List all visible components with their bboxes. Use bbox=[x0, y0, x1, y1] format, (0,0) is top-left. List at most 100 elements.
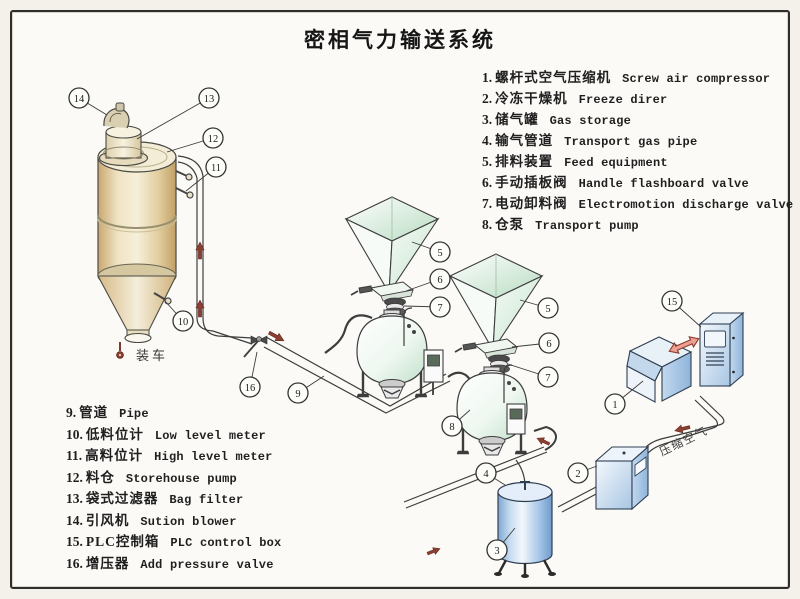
gas-storage-tank bbox=[494, 481, 556, 578]
legend-number: 1. bbox=[482, 70, 493, 85]
svg-text:2: 2 bbox=[575, 469, 580, 480]
flow-arrow-up-2 bbox=[195, 299, 205, 318]
svg-text:6: 6 bbox=[546, 339, 551, 350]
legend-label-zh: 料仓 bbox=[85, 469, 115, 485]
svg-text:1: 1 bbox=[612, 400, 617, 411]
callout-1: 1 bbox=[604, 380, 644, 415]
legend-number: 5. bbox=[482, 154, 493, 169]
legend-label-zh: 储气罐 bbox=[495, 112, 539, 127]
svg-text:7: 7 bbox=[437, 303, 442, 314]
legend-number: 3. bbox=[482, 112, 493, 127]
legend-label-zh: 电动卸料阀 bbox=[495, 196, 568, 211]
legend-label-en: Freeze direr bbox=[578, 93, 668, 107]
svg-text:12: 12 bbox=[208, 134, 219, 145]
booster-valve-icon bbox=[243, 335, 268, 358]
silo-cone bbox=[97, 275, 177, 331]
legend-number: 16. bbox=[66, 555, 83, 571]
legend-label-zh: 冷冻干燥机 bbox=[495, 91, 568, 106]
legend-label-en: Transport gas pipe bbox=[564, 135, 698, 149]
freeze-dryer bbox=[594, 445, 650, 511]
legend-number: 15. bbox=[66, 534, 83, 549]
legend-number: 13. bbox=[66, 491, 83, 506]
callout-9: 9 bbox=[287, 375, 325, 404]
callout-16: 16 bbox=[239, 351, 261, 398]
legend-label-zh: 增压器 bbox=[85, 555, 130, 571]
svg-text:11: 11 bbox=[211, 163, 221, 174]
legend-number: 7. bbox=[482, 196, 493, 211]
feed-hopper-a bbox=[344, 196, 440, 296]
flow-arrow-compressor bbox=[674, 424, 691, 434]
legend-number: 14. bbox=[66, 512, 83, 528]
callout-15: 15 bbox=[661, 290, 702, 328]
callout-4: 4 bbox=[475, 462, 506, 486]
flow-arrow-pump-b bbox=[536, 437, 551, 446]
legend-number: 4. bbox=[482, 133, 493, 148]
legend-item-9: 9.管道 Pipe bbox=[66, 402, 326, 424]
legend-label-en: Low level meter bbox=[154, 428, 266, 443]
bag-filter bbox=[98, 125, 149, 167]
air-compressor bbox=[626, 336, 693, 403]
callout-12: 12 bbox=[166, 127, 224, 153]
legend-label-zh: 高料位计 bbox=[85, 448, 144, 463]
svg-text:16: 16 bbox=[245, 383, 256, 394]
callouts: 14 13 12 11 10 bbox=[68, 87, 702, 561]
pipe-network bbox=[177, 155, 725, 513]
callout-8: 8 bbox=[441, 409, 471, 437]
gas-pipe-4-inner bbox=[405, 451, 548, 509]
legend-item-6: 6.手动插板阀 Handle flashboard valve bbox=[482, 172, 782, 193]
compressor-pipe-inner bbox=[641, 399, 719, 460]
legend-number: 6. bbox=[482, 175, 493, 190]
high-level-meter-icon bbox=[175, 170, 194, 199]
svg-text:14: 14 bbox=[74, 94, 85, 105]
svg-text:6: 6 bbox=[437, 275, 442, 286]
legend-item-15: 15.PLC控制箱 PLC control box bbox=[66, 531, 326, 553]
callout-11: 11 bbox=[185, 156, 227, 192]
legend-label-en: Screw air compressor bbox=[622, 72, 771, 86]
dryer-tank-pipe bbox=[557, 485, 599, 508]
legend-label-en: Handle flashboard valve bbox=[578, 177, 749, 191]
legend-label-zh: PLC控制箱 bbox=[85, 534, 160, 549]
legend-label-en: Transport pump bbox=[535, 219, 639, 233]
flow-arrows bbox=[195, 241, 691, 556]
flashboard-valve-a-icon bbox=[350, 281, 415, 302]
flow-arrow-up-1 bbox=[195, 241, 205, 260]
pump-a-hose bbox=[324, 314, 373, 354]
callout-6b: 6 bbox=[511, 332, 560, 354]
legend-label-zh: 管道 bbox=[79, 405, 109, 420]
legend-number: 9. bbox=[66, 405, 77, 420]
gas-pipe-4 bbox=[403, 446, 545, 503]
callout-3: 3 bbox=[486, 527, 516, 561]
legend-item-1: 1.螺杆式空气压缩机 Screw air compressor bbox=[482, 67, 782, 88]
legend-number: 10. bbox=[66, 426, 83, 442]
legend-label-en: High level meter bbox=[154, 450, 273, 464]
legend-label-en: Pipe bbox=[119, 407, 149, 421]
callout-6a: 6 bbox=[405, 268, 451, 292]
loading-truck-label: 装车 bbox=[136, 348, 168, 363]
silo-riser-pipe bbox=[177, 155, 253, 339]
callout-10: 10 bbox=[164, 300, 194, 332]
callout-2: 2 bbox=[567, 462, 598, 484]
compressor-pipe bbox=[636, 395, 725, 457]
legend-label-zh: 手动插板阀 bbox=[495, 175, 568, 190]
callout-14: 14 bbox=[68, 87, 108, 116]
legend-number: 12. bbox=[66, 469, 83, 485]
plc-control-box bbox=[698, 311, 745, 388]
callout-13: 13 bbox=[136, 87, 220, 140]
callout-5b: 5 bbox=[519, 297, 559, 319]
legend-label-zh: 螺杆式空气压缩机 bbox=[495, 70, 612, 85]
svg-text:3: 3 bbox=[494, 546, 499, 557]
page-title: 密相气力输送系统 bbox=[304, 29, 496, 52]
legend-number: 8. bbox=[482, 217, 493, 232]
svg-text:8: 8 bbox=[449, 422, 454, 433]
legend-label-en: PLC control box bbox=[170, 536, 282, 550]
svg-text:15: 15 bbox=[667, 297, 678, 308]
flow-arrow-tank bbox=[426, 547, 441, 556]
feed-hopper-b bbox=[448, 253, 544, 353]
